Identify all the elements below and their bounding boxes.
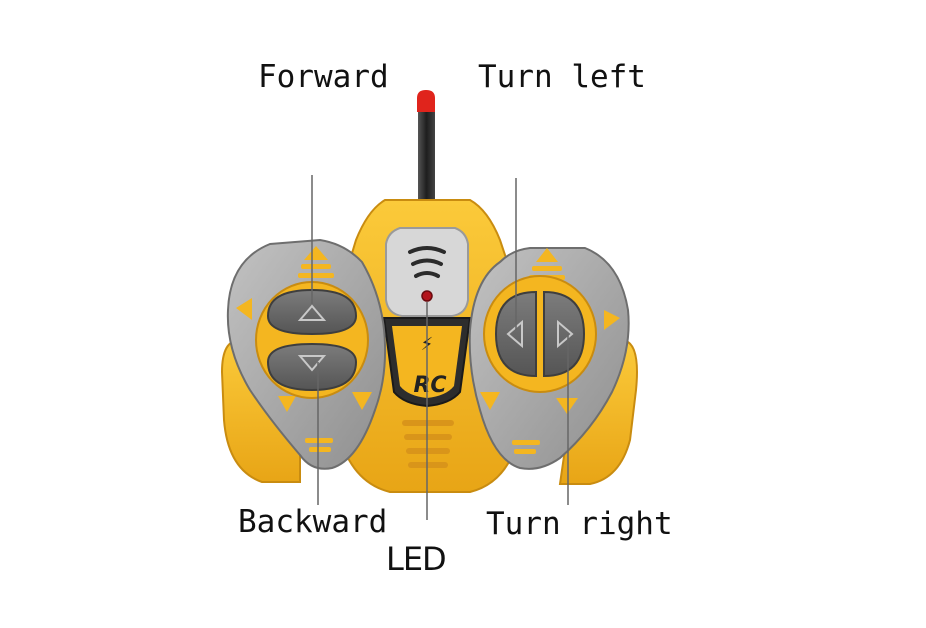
left-panel-arrows (236, 246, 372, 452)
left-arrow-icon (506, 319, 523, 349)
turn-left-button[interactable] (494, 290, 537, 378)
led-label: LED (386, 540, 447, 578)
right-arrow-icon (557, 319, 574, 349)
antenna-tip (417, 90, 435, 112)
backward-button[interactable] (266, 342, 358, 392)
rc-logo: RC (413, 373, 446, 398)
signal-icon (408, 246, 446, 278)
forward-label: Forward (258, 59, 389, 95)
forward-button[interactable] (266, 288, 358, 336)
turn-left-label: Turn left (478, 59, 646, 95)
turn-right-label: Turn right (486, 506, 673, 542)
antenna (417, 90, 435, 216)
backward-label: Backward (238, 504, 388, 540)
leader-lines (311, 175, 569, 520)
up-arrow-icon (297, 304, 327, 321)
right-panel-arrows (480, 248, 620, 454)
turn-right-button[interactable] (543, 290, 586, 378)
center-ribs (402, 420, 454, 468)
led-light (421, 290, 433, 302)
